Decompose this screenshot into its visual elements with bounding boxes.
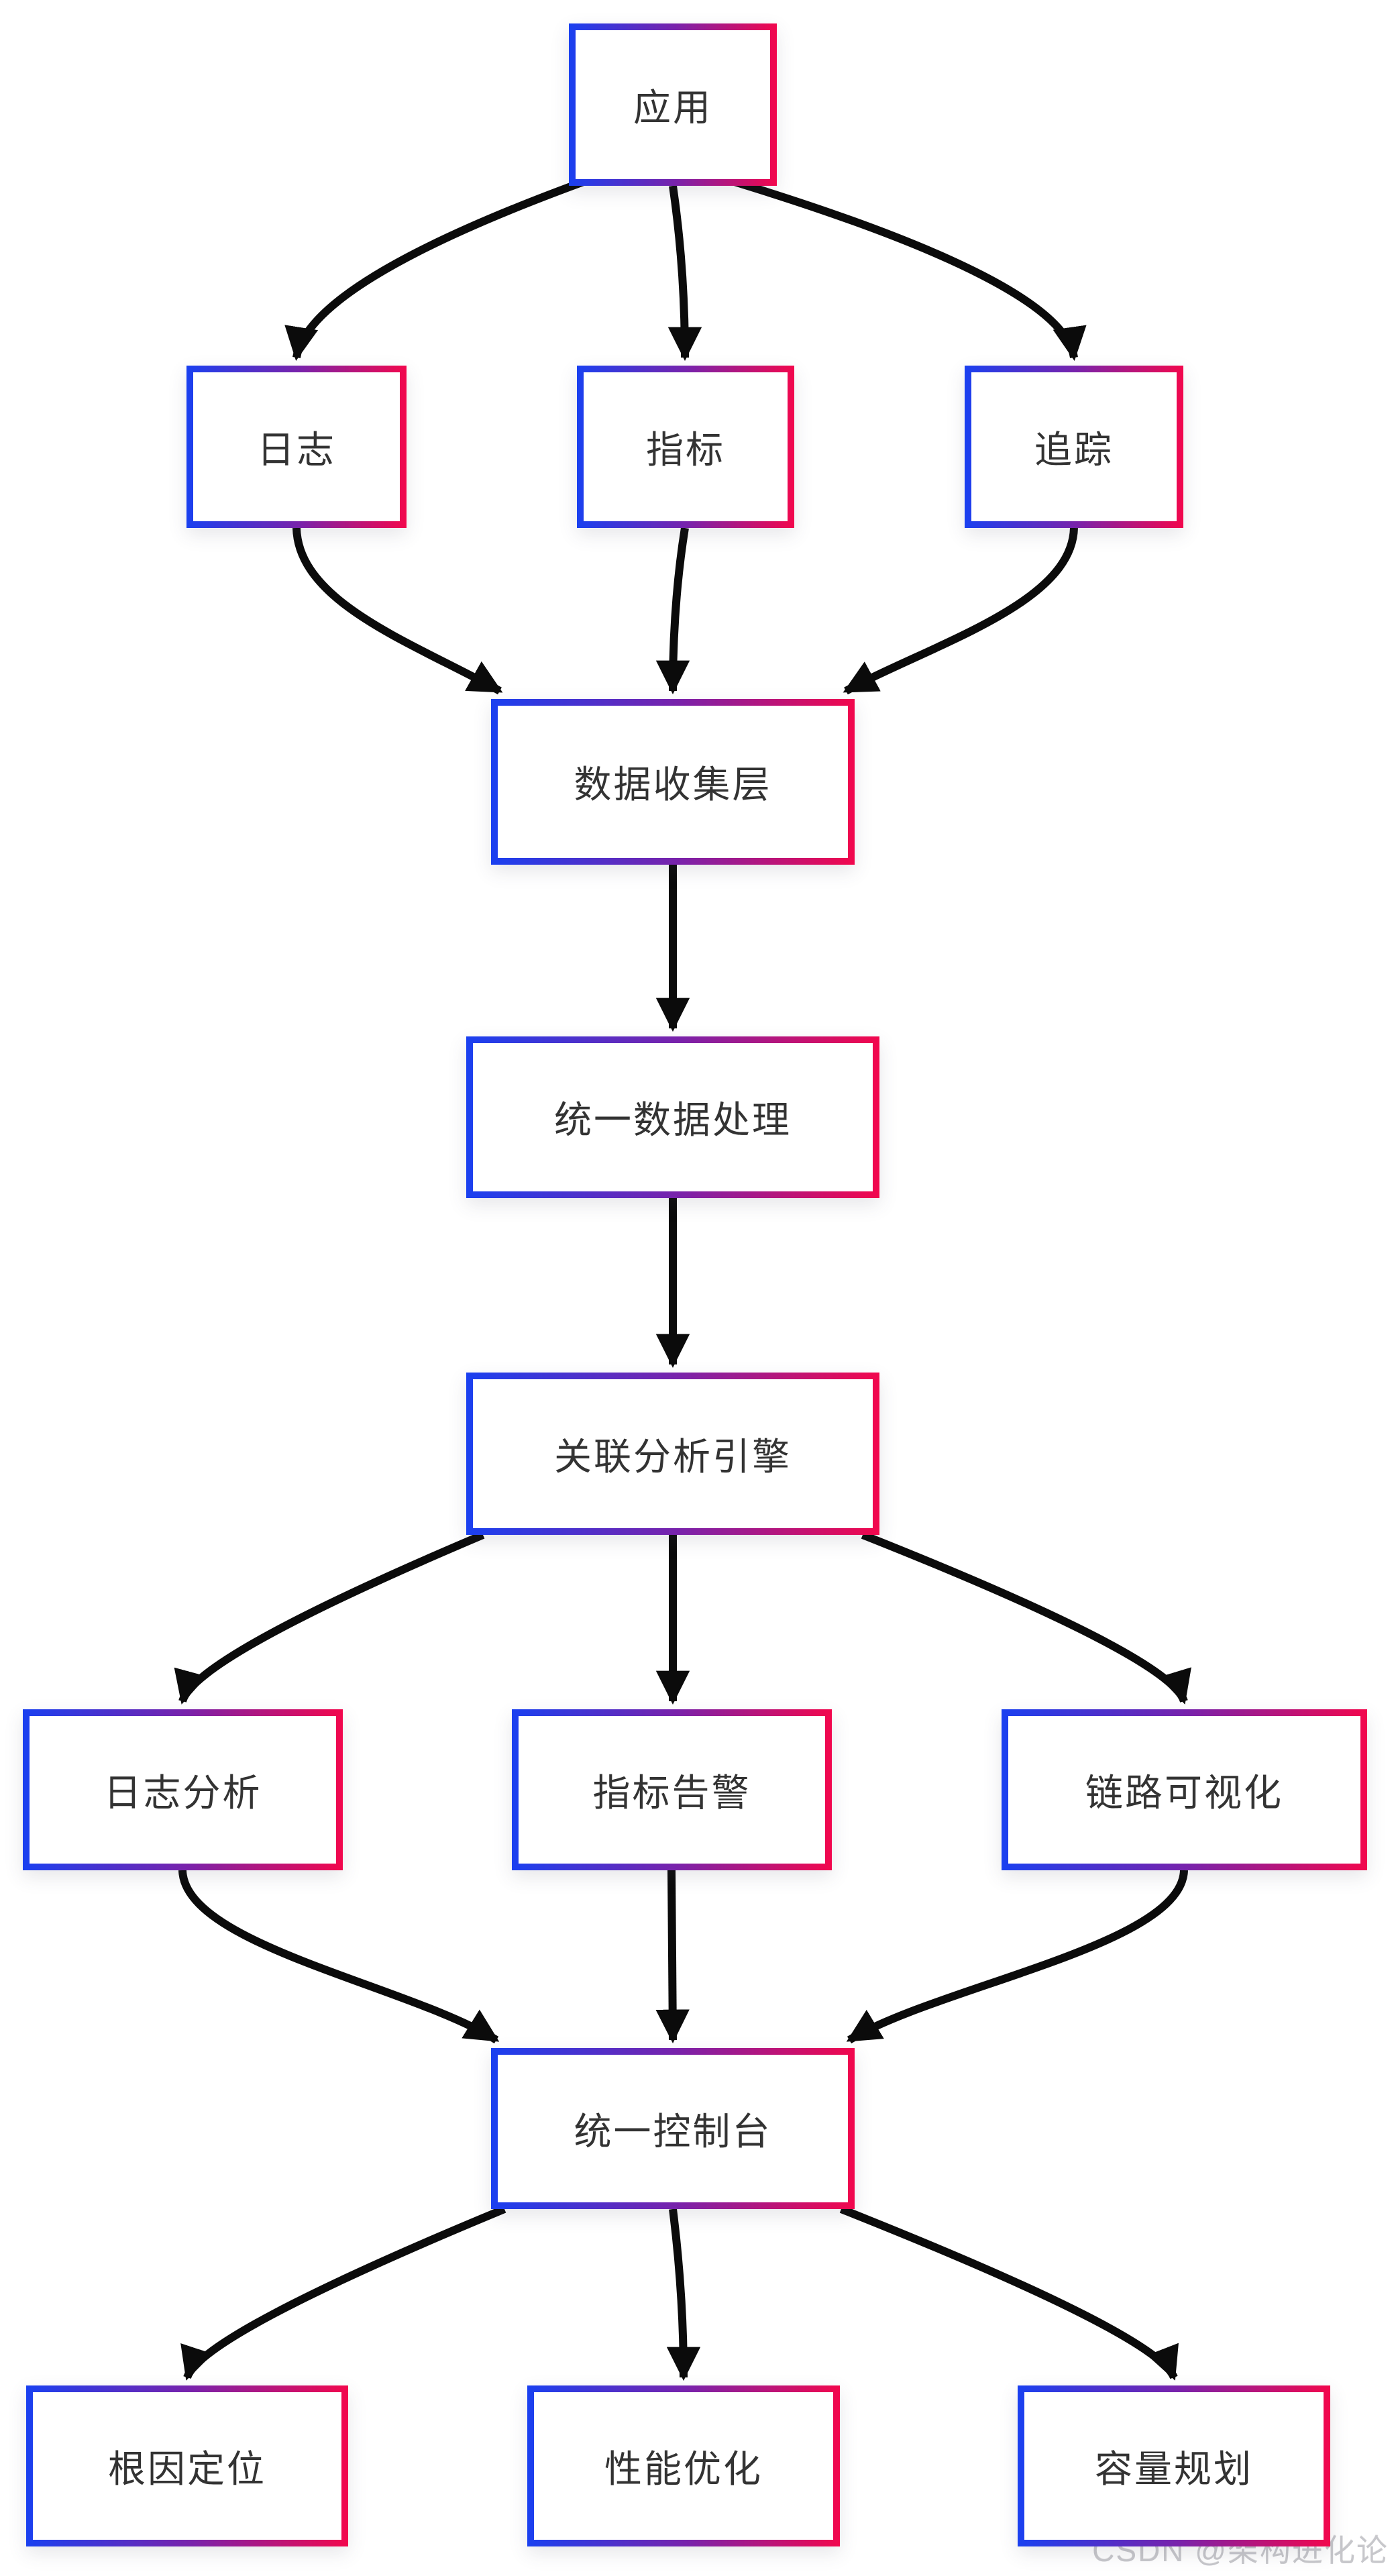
flow-node-label: 容量规划: [1095, 2447, 1253, 2490]
flow-node-alerting: 指标告警: [512, 1709, 832, 1870]
flow-edge-app-metrics: [667, 185, 702, 362]
flow-edge-loganalysis-console: [178, 1870, 500, 2044]
flow-node-tracing: 追踪: [965, 366, 1183, 528]
flow-edge-tracing-collect: [843, 527, 1078, 695]
flow-node-label: 统一控制台: [574, 2110, 772, 2153]
flow-edge-alerting-console: [655, 1870, 690, 2044]
flow-node-label: 应用: [633, 86, 712, 129]
flow-edge-linkvis-console: [846, 1870, 1188, 2044]
flow-edge-console-rootcause: [180, 2205, 506, 2381]
flow-node-label: 根因定位: [108, 2447, 266, 2490]
flow-edge-engine-loganalysis: [174, 1531, 485, 1705]
flow-edge-console-perf: [666, 2208, 701, 2381]
flow-edge-engine-linkvis: [861, 1531, 1191, 1705]
flow-node-label: 关联分析引擎: [554, 1435, 792, 1478]
flow-node-label: 日志分析: [103, 1771, 262, 1814]
flow-edge-metrics-collect: [655, 527, 690, 695]
flow-node-metrics: 指标: [577, 366, 794, 528]
flow-node-label: 日志: [257, 428, 336, 471]
flow-node-label: 性能优化: [604, 2447, 763, 2490]
flow-node-label: 指标告警: [592, 1771, 751, 1814]
flow-node-label: 统一数据处理: [554, 1099, 792, 1141]
flow-node-label: 追踪: [1034, 428, 1114, 471]
flow-node-capacity: 容量规划: [1018, 2385, 1330, 2546]
flow-node-label: 链路可视化: [1085, 1771, 1283, 1814]
flow-edge-app-tracing: [727, 176, 1087, 361]
flow-edge-app-logs: [284, 176, 591, 361]
flow-node-console: 统一控制台: [491, 2048, 855, 2209]
flow-node-process: 统一数据处理: [466, 1036, 879, 1198]
flow-node-engine: 关联分析引擎: [466, 1373, 879, 1535]
flow-node-perf: 性能优化: [527, 2385, 840, 2546]
flow-node-label: 数据收集层: [574, 763, 772, 806]
flow-node-linkvis: 链路可视化: [1002, 1709, 1367, 1870]
flow-node-rootcause: 根因定位: [26, 2385, 348, 2546]
flow-node-logs: 日志: [186, 366, 407, 528]
flow-edge-console-capacity: [839, 2205, 1179, 2381]
flow-node-collect: 数据收集层: [491, 699, 855, 865]
flow-node-loganalysis: 日志分析: [23, 1709, 343, 1870]
flow-edge-logs-collect: [292, 527, 503, 695]
flow-node-label: 指标: [646, 428, 725, 471]
flow-node-app: 应用: [569, 23, 777, 186]
